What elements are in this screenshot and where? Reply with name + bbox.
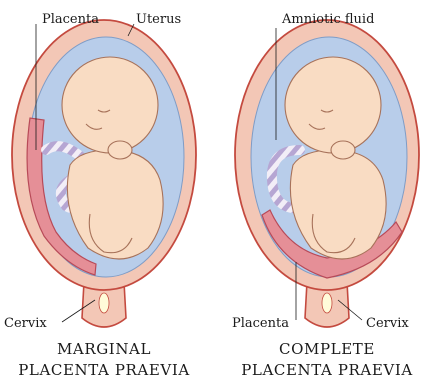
marginal-caption: MARGINAL PLACENTA PRAEVIA xyxy=(14,339,194,381)
complete-illustration xyxy=(235,20,419,327)
complete-caption-line-1: COMPLETE xyxy=(237,339,417,360)
marginal-caption-line-2: PLACENTA PRAEVIA xyxy=(14,360,194,381)
cervix-right-label: Cervix xyxy=(366,316,409,331)
placenta-right-label: Placenta xyxy=(232,316,289,331)
uterus-label: Uterus xyxy=(136,12,181,27)
marginal-caption-line-1: MARGINAL xyxy=(14,339,194,360)
complete-caption-line-2: PLACENTA PRAEVIA xyxy=(237,360,417,381)
placenta-left-label: Placenta xyxy=(42,12,99,27)
marginal-illustration xyxy=(12,20,196,327)
complete-caption: COMPLETE PLACENTA PRAEVIA xyxy=(237,339,417,381)
cervix-left-label: Cervix xyxy=(4,316,47,331)
amniotic-fluid-label: Amniotic fluid xyxy=(281,12,374,27)
